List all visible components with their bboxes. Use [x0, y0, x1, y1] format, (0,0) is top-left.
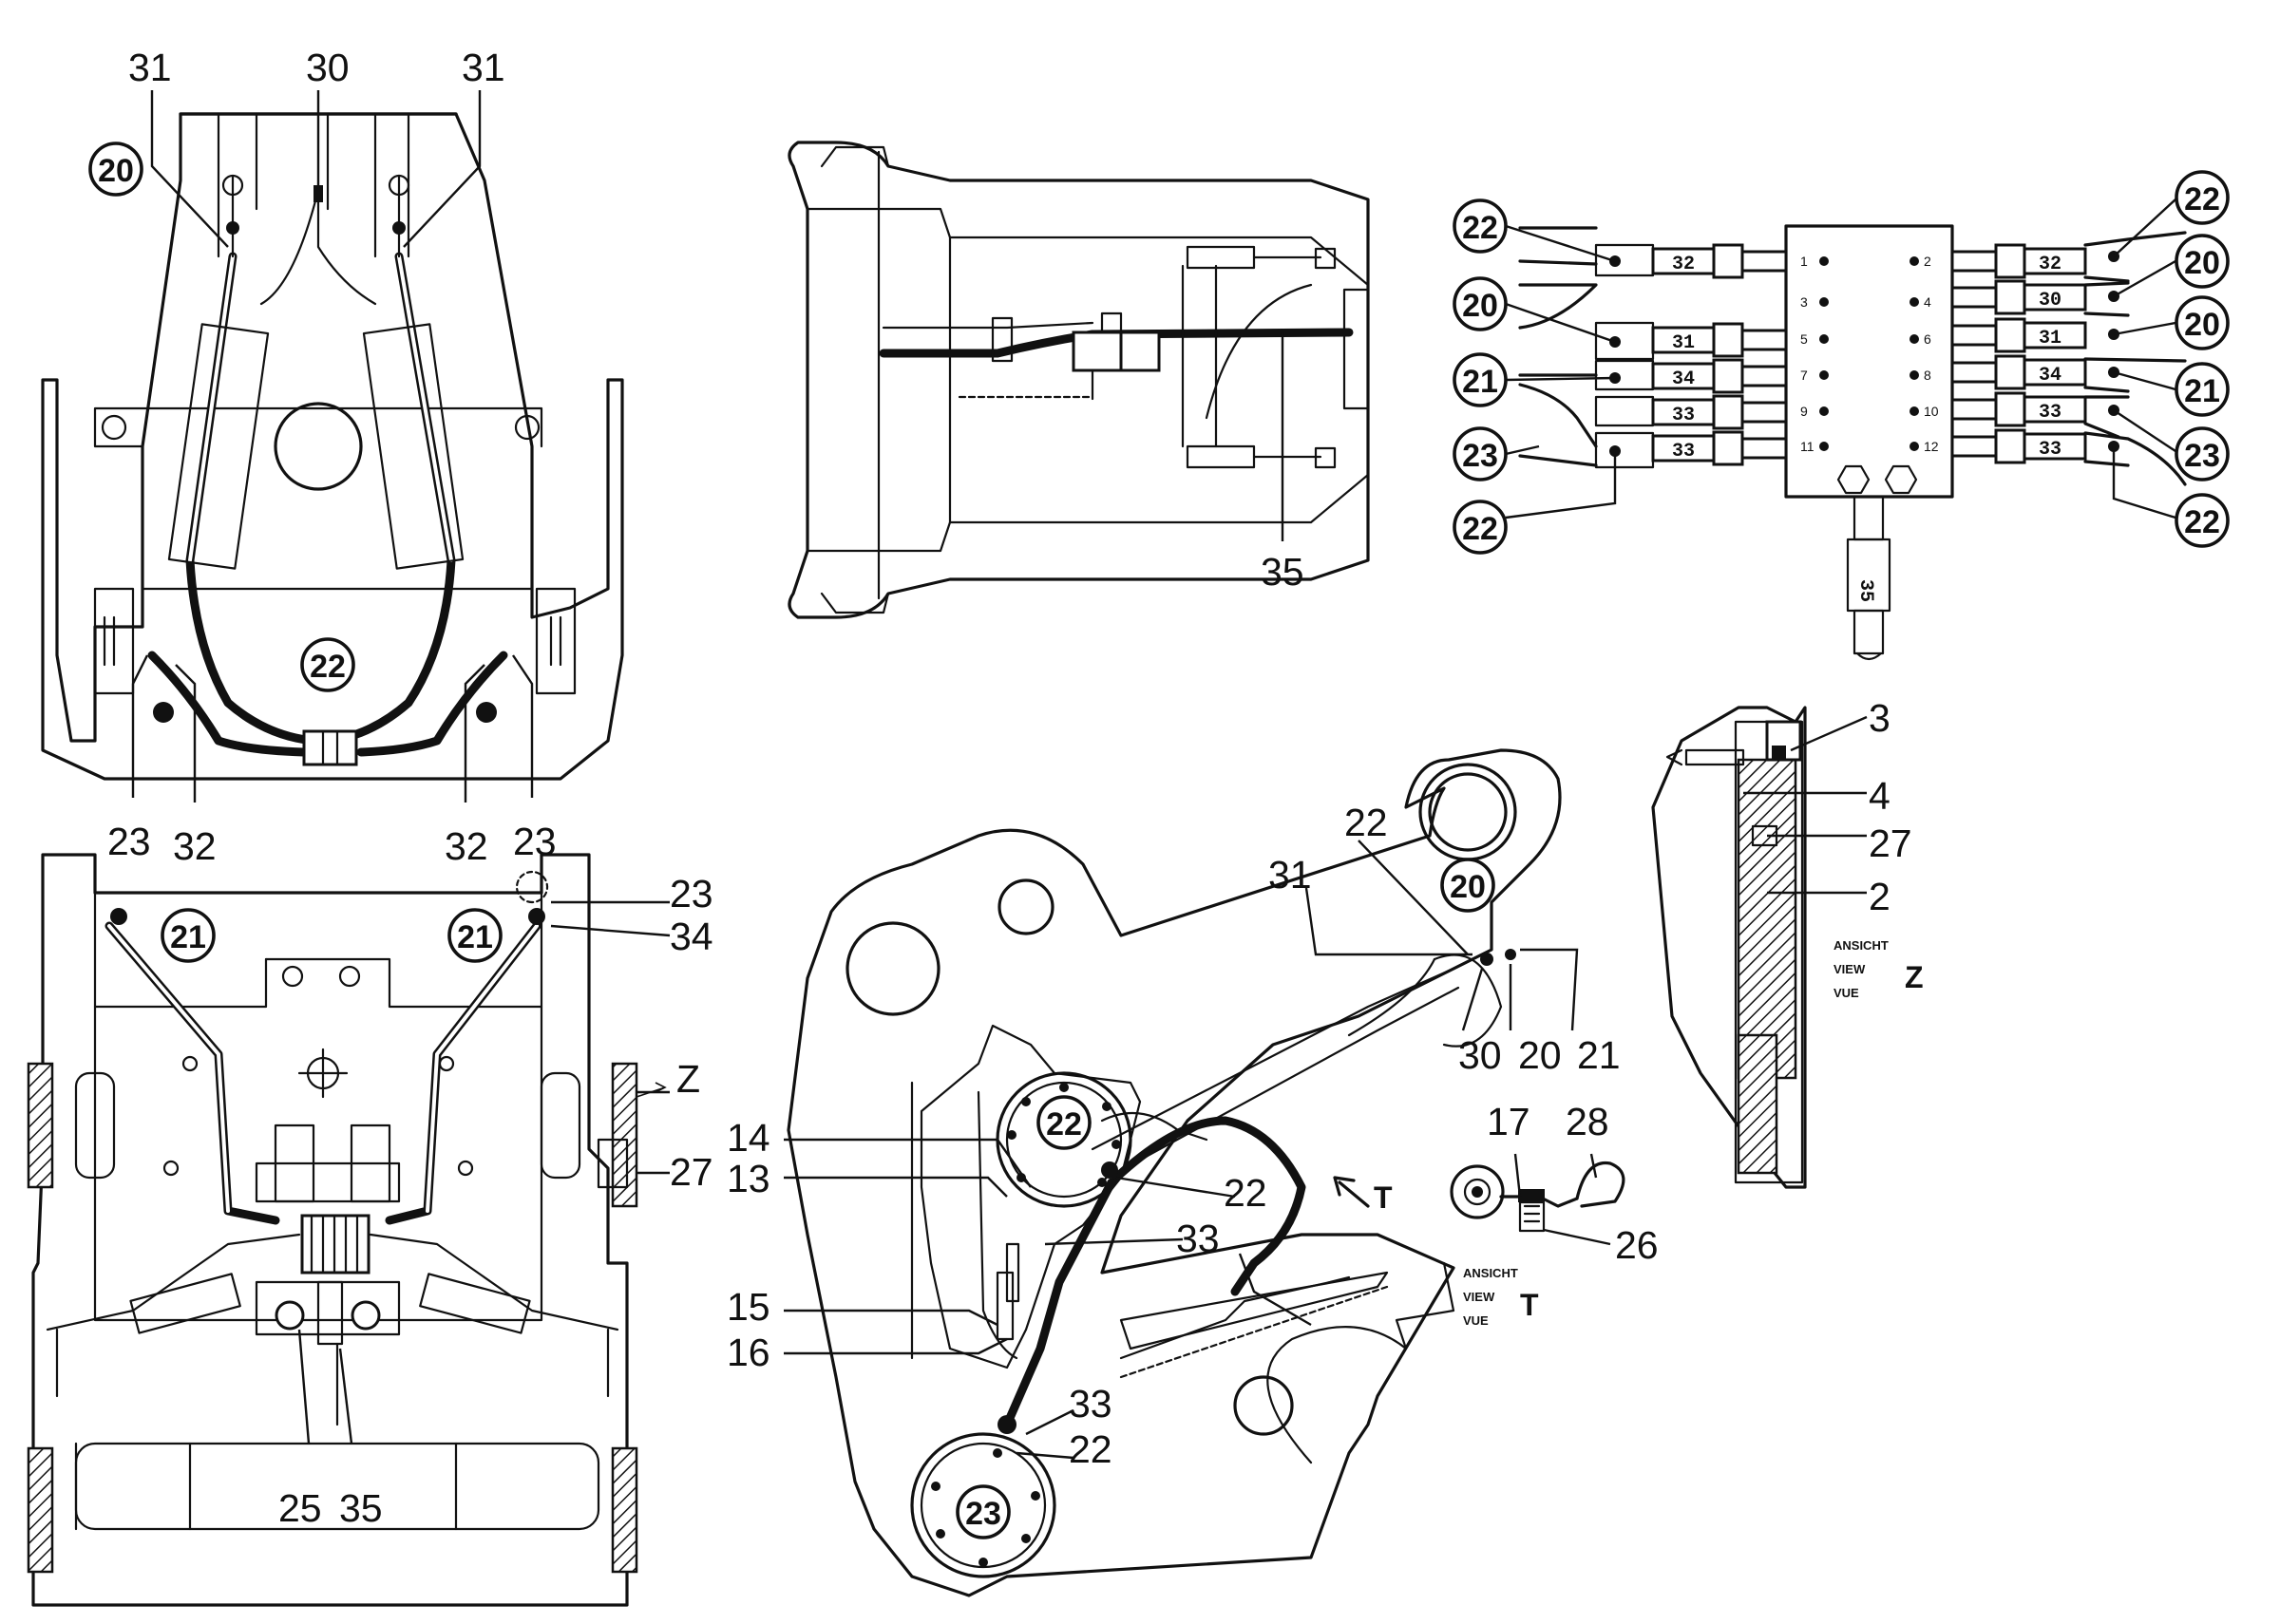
hose-tag-33-left-b: 33 [1672, 441, 1695, 463]
center-label-33-bottom: 33 [1069, 1382, 1112, 1426]
port-label-9: 9 [1800, 404, 1808, 419]
circle-label-21-right: 21 [457, 919, 493, 955]
hose-tag-33-right-a: 33 [2039, 402, 2062, 424]
view-t-label-28: 28 [1566, 1100, 1609, 1143]
manifold-circle-left-22a: 22 [1462, 210, 1498, 246]
panel-manifold: 1 3 5 7 9 11 2 4 6 8 10 12 35 [1453, 170, 2230, 661]
hose-tag-32-left: 32 [1672, 254, 1695, 275]
label-30: 30 [306, 46, 350, 89]
hose-tag-30-right: 30 [2039, 290, 2062, 312]
center-label-14: 14 [727, 1116, 770, 1160]
center-circle-20: 20 [1450, 869, 1486, 905]
label-35-top: 35 [1261, 550, 1304, 594]
panel-top-middle: 35 [788, 141, 1370, 619]
center-circle-22: 22 [1046, 1106, 1082, 1142]
port-label-10: 10 [1924, 404, 1939, 419]
circle-label-21-left: 21 [170, 919, 206, 955]
center-label-20: 20 [1518, 1033, 1562, 1077]
view-z-label-3: 3 [1869, 696, 1890, 740]
manifold-circle-right-22b: 22 [2184, 504, 2220, 540]
view-t-label-17: 17 [1487, 1100, 1530, 1143]
panel-top-left: 31 30 31 23 32 32 23 20 22 [41, 46, 624, 868]
port-label-12: 12 [1924, 439, 1939, 454]
center-label-13: 13 [727, 1157, 770, 1200]
panel-view-z: 3 4 27 2 ANSICHT VIEW VUE Z [1651, 696, 1924, 1189]
manifold-circle-left-22b: 22 [1462, 511, 1498, 547]
center-label-22-mid: 22 [1224, 1171, 1267, 1215]
view-t-label-26: 26 [1615, 1223, 1659, 1267]
view-z-caption-ansicht: ANSICHT [1834, 938, 1889, 953]
hose-tag-33-right-b: 33 [2039, 439, 2062, 461]
view-t-caption-view: VIEW [1463, 1290, 1495, 1304]
panel-bottom-left: 23 34 Z 27 25 35 21 21 [27, 853, 713, 1607]
panel-view-t: 17 28 26 ANSICHT VIEW VUE T [1450, 1100, 1659, 1328]
hose-tag-31-right: 31 [2039, 328, 2062, 349]
view-z-caption-view: VIEW [1834, 962, 1866, 976]
port-label-4: 4 [1924, 294, 1931, 310]
right-hoses [1950, 243, 2087, 464]
arrow-label-t: T [1374, 1180, 1393, 1215]
view-t-caption-vue: VUE [1463, 1313, 1489, 1328]
hose-tag-33-left-a: 33 [1672, 405, 1695, 426]
bolt-circle-bottom [931, 1448, 1040, 1567]
manifold-circle-right-22a: 22 [2184, 181, 2220, 217]
hose-tag-34-right: 34 [2039, 365, 2062, 387]
center-label-21: 21 [1577, 1033, 1621, 1077]
label-23-left: 23 [107, 820, 151, 863]
manifold-circle-right-20a: 20 [2184, 245, 2220, 281]
view-z-label-2: 2 [1869, 875, 1890, 918]
manifold-circle-right-21: 21 [2184, 373, 2220, 409]
center-label-33-mid: 33 [1176, 1217, 1220, 1260]
port-label-7: 7 [1800, 368, 1808, 383]
stem-tag-35: 35 [1854, 579, 1876, 602]
center-label-15: 15 [727, 1285, 770, 1329]
label-32-left: 32 [173, 824, 217, 868]
left-hoses [1651, 243, 1788, 466]
view-z-caption-vue: VUE [1834, 986, 1859, 1000]
label-25: 25 [278, 1486, 322, 1530]
center-circle-23: 23 [965, 1496, 1001, 1532]
manifold-circle-left-20: 20 [1462, 288, 1498, 324]
port-label-3: 3 [1800, 294, 1808, 310]
center-label-22-bottom: 22 [1069, 1427, 1112, 1471]
label-z-arrow: Z [676, 1057, 700, 1101]
label-23-bottom: 23 [670, 872, 713, 916]
label-35-bottom: 35 [339, 1486, 383, 1530]
view-z-label-27: 27 [1869, 821, 1912, 865]
port-dots [1819, 256, 1919, 451]
label-32-right: 32 [445, 824, 488, 868]
panel-center: 22 31 30 20 21 14 13 22 33 15 16 33 22 T… [727, 748, 1621, 1597]
port-label-5: 5 [1800, 331, 1808, 347]
label-31-left: 31 [128, 46, 172, 89]
view-t-letter: T [1520, 1288, 1539, 1322]
hose-tag-34-left: 34 [1672, 368, 1695, 390]
label-27-bottom: 27 [670, 1150, 713, 1194]
hose-tag-31-left: 31 [1672, 332, 1695, 354]
label-23-right: 23 [513, 820, 557, 863]
port-label-6: 6 [1924, 331, 1931, 347]
port-label-11: 11 [1800, 439, 1814, 454]
hose-tag-32-right: 32 [2039, 254, 2062, 275]
center-label-16: 16 [727, 1331, 770, 1374]
port-label-1: 1 [1800, 254, 1808, 269]
manifold-circle-left-23: 23 [1462, 438, 1498, 474]
manifold-circle-right-23: 23 [2184, 438, 2220, 474]
view-z-letter: Z [1905, 960, 1924, 994]
manifold-circle-right-20b: 20 [2184, 307, 2220, 343]
circle-label-22: 22 [310, 649, 346, 685]
center-label-30: 30 [1458, 1033, 1502, 1077]
label-34: 34 [670, 915, 713, 958]
view-t-caption-ansicht: ANSICHT [1463, 1266, 1518, 1280]
manifold-circle-left-21: 21 [1462, 364, 1498, 400]
port-label-8: 8 [1924, 368, 1931, 383]
port-label-2: 2 [1924, 254, 1931, 269]
view-z-label-4: 4 [1869, 774, 1890, 818]
center-label-31: 31 [1268, 853, 1312, 897]
center-label-22-top: 22 [1344, 801, 1388, 844]
circle-label-20: 20 [98, 153, 134, 189]
label-31-right: 31 [462, 46, 505, 89]
